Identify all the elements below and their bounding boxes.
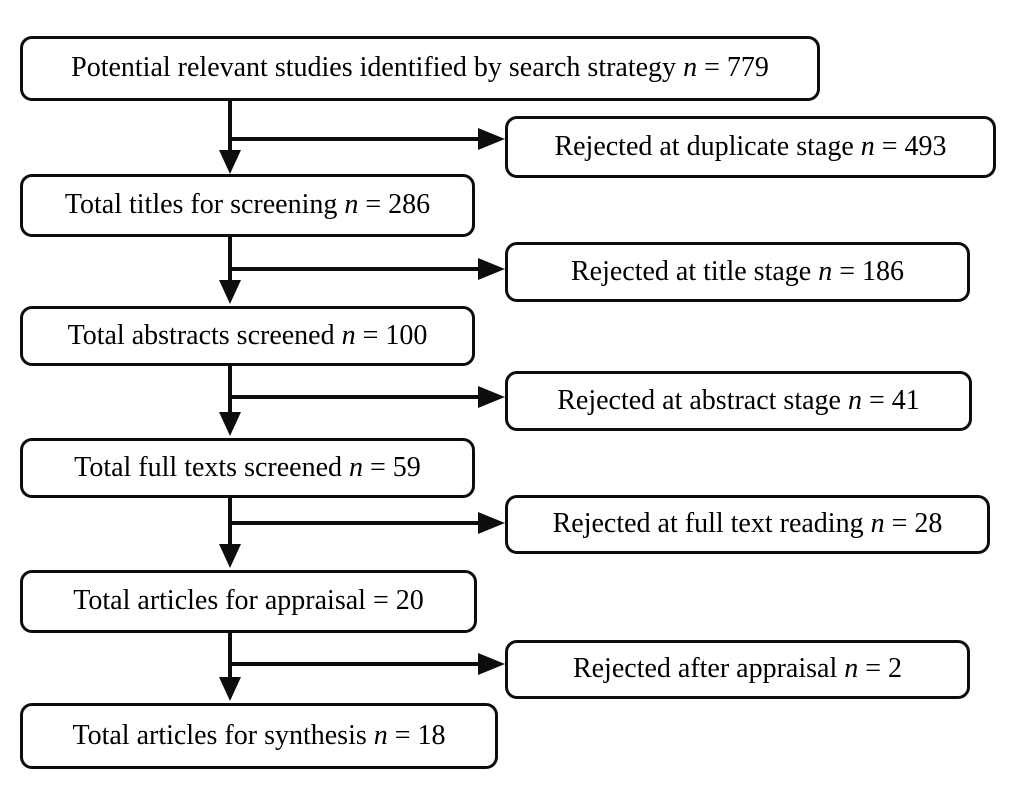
- box-label: Total articles for appraisal = 20: [73, 585, 424, 617]
- n-symbol: n: [863, 508, 885, 540]
- box-text: Total articles for appraisal: [73, 585, 366, 617]
- box-text: Total titles for screening: [64, 189, 338, 221]
- right-arrowhead-icon-4: [478, 512, 505, 534]
- box-text: Rejected at duplicate stage: [554, 130, 854, 162]
- box-articles-appraisal: Total articles for appraisal = 20: [20, 570, 477, 633]
- down-arrowhead-icon-4: [219, 544, 241, 568]
- n-symbol: n: [334, 319, 356, 351]
- box-text: Rejected at full text reading: [552, 508, 864, 540]
- box-label: Potential relevant studies identified by…: [71, 52, 769, 84]
- right-arrowhead-icon-2: [478, 258, 505, 280]
- n-symbol: n: [676, 52, 698, 84]
- box-label: Rejected at abstract stage n = 41: [557, 384, 920, 417]
- box-count: = 18: [387, 719, 446, 751]
- box-count: = 286: [358, 189, 431, 221]
- box-text: Rejected after appraisal: [572, 653, 838, 685]
- box-count: = 2: [858, 653, 903, 685]
- box-abstracts-screened: Total abstracts screened n = 100: [20, 306, 475, 366]
- box-count: = 186: [832, 255, 905, 287]
- box-rejected-abstract: Rejected at abstract stage n = 41: [505, 371, 972, 431]
- box-potential-studies: Potential relevant studies identified by…: [20, 36, 820, 101]
- box-label: Rejected at duplicate stage n = 493: [554, 130, 947, 163]
- down-arrowhead-icon-5: [219, 677, 241, 701]
- box-articles-synthesis: Total articles for synthesis n = 18: [20, 703, 498, 769]
- box-rejected-title: Rejected at title stage n = 186: [505, 242, 970, 302]
- box-label: Rejected at title stage n = 186: [570, 255, 905, 288]
- n-symbol: n: [853, 130, 875, 162]
- n-symbol: n: [337, 189, 359, 221]
- right-arrowhead-icon-1: [478, 128, 505, 150]
- down-arrowhead-icon-2: [219, 280, 241, 304]
- right-arrowhead-icon-3: [478, 386, 505, 408]
- box-label: Total articles for synthesis n = 18: [72, 719, 446, 752]
- box-count: = 493: [874, 130, 947, 162]
- box-label: Rejected at full text reading n = 28: [552, 508, 943, 540]
- box-count: = 41: [861, 384, 920, 416]
- box-label: Rejected after appraisal n = 2: [572, 653, 903, 685]
- right-arrowhead-icon-5: [478, 653, 505, 675]
- box-count: = 59: [363, 451, 421, 483]
- box-text: Total full texts screened: [74, 451, 343, 483]
- n-symbol: n: [840, 384, 862, 416]
- box-rejected-duplicate: Rejected at duplicate stage n = 493: [505, 116, 996, 178]
- box-rejected-fulltext: Rejected at full text reading n = 28: [505, 495, 990, 554]
- n-symbol: n: [811, 255, 833, 287]
- down-arrowhead-icon-3: [219, 412, 241, 436]
- box-text: Total articles for synthesis: [72, 719, 367, 751]
- box-rejected-appraisal: Rejected after appraisal n = 2: [505, 640, 970, 699]
- box-text: Potential relevant studies identified by…: [71, 52, 677, 84]
- box-text: Total abstracts screened: [67, 319, 335, 351]
- box-titles-screening: Total titles for screening n = 286: [20, 174, 475, 237]
- n-symbol: n: [837, 653, 859, 685]
- box-count: = 20: [365, 585, 424, 617]
- box-text: Rejected at abstract stage: [557, 384, 841, 416]
- box-label: Total full texts screened n = 59: [74, 451, 421, 484]
- box-label: Total titles for screening n = 286: [64, 189, 431, 221]
- box-count: = 28: [884, 508, 943, 540]
- box-count: = 100: [355, 319, 428, 351]
- box-text: Rejected at title stage: [570, 255, 812, 287]
- box-fulltexts-screened: Total full texts screened n = 59: [20, 438, 475, 498]
- down-arrowhead-icon-1: [219, 150, 241, 174]
- box-label: Total abstracts screened n = 100: [67, 319, 428, 352]
- box-count: = 779: [697, 52, 769, 84]
- n-symbol: n: [366, 719, 388, 751]
- n-symbol: n: [342, 451, 364, 483]
